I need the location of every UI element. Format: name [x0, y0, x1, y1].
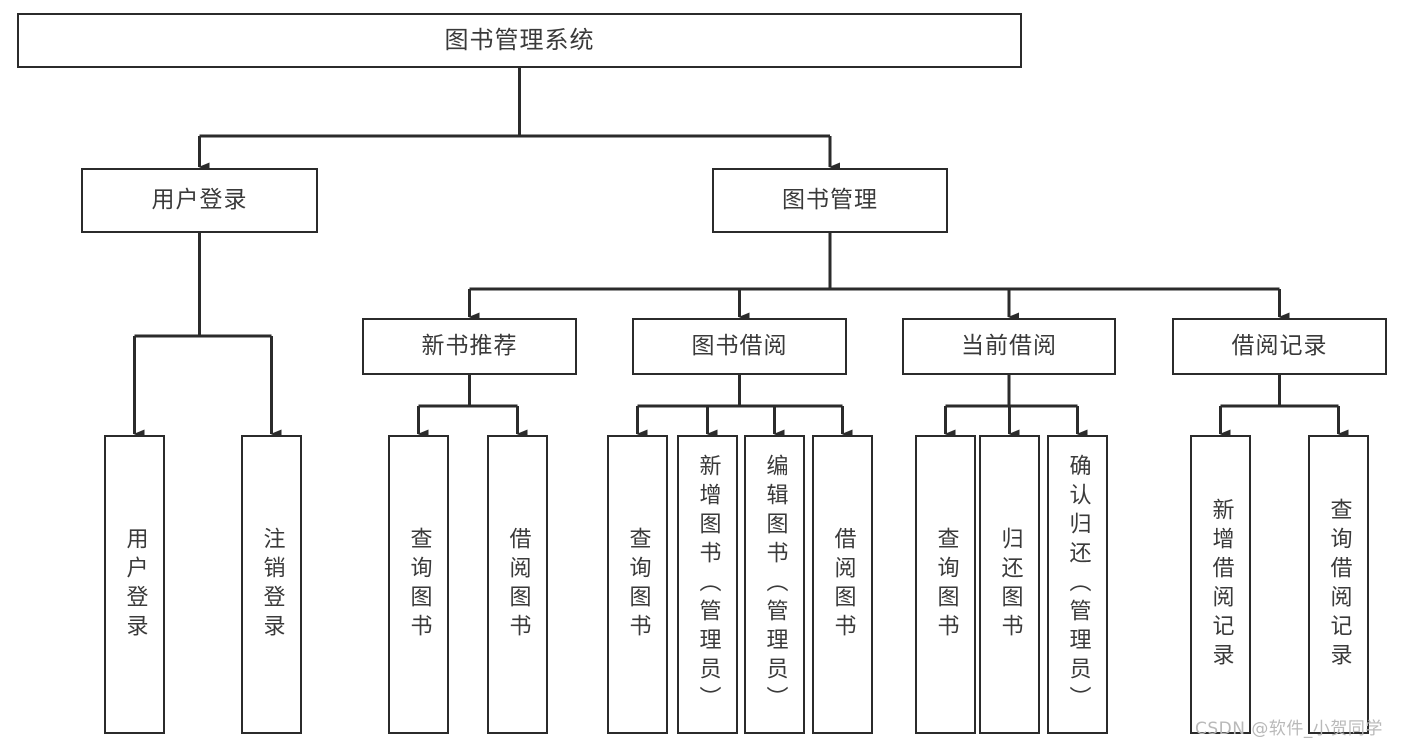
- leaf-node-user-login[interactable]: 用户登录: [104, 435, 165, 734]
- leaf-node-add-book-admin[interactable]: 新增图书（管理员）: [677, 435, 738, 734]
- node-borrowing-record[interactable]: 借阅记录: [1172, 318, 1387, 375]
- leaf-node-add-borrowing-record[interactable]: 新增借阅记录: [1190, 435, 1251, 734]
- node-current-borrowing[interactable]: 当前借阅: [902, 318, 1116, 375]
- leaf-node-query-book-current[interactable]: 查询图书: [915, 435, 976, 734]
- csdn-watermark: CSDN @软件_小贺同学: [1195, 719, 1383, 739]
- leaf-node-edit-book-admin[interactable]: 编辑图书（管理员）: [744, 435, 805, 734]
- node-new-book-recommendation[interactable]: 新书推荐: [362, 318, 577, 375]
- leaf-node-query-book-recommendation[interactable]: 查询图书: [388, 435, 449, 734]
- leaf-node-query-borrowing-record[interactable]: 查询借阅记录: [1308, 435, 1369, 734]
- leaf-node-query-book-borrowing[interactable]: 查询图书: [607, 435, 668, 734]
- leaf-node-confirm-return-admin[interactable]: 确认归还（管理员）: [1047, 435, 1108, 734]
- node-user-login[interactable]: 用户登录: [81, 168, 318, 233]
- leaf-node-borrow-book-recommendation[interactable]: 借阅图书: [487, 435, 548, 734]
- node-book-management[interactable]: 图书管理: [712, 168, 948, 233]
- leaf-node-return-book[interactable]: 归还图书: [979, 435, 1040, 734]
- leaf-node-logout[interactable]: 注销登录: [241, 435, 302, 734]
- leaf-node-borrow-book-borrowing[interactable]: 借阅图书: [812, 435, 873, 734]
- node-root-book-management-system[interactable]: 图书管理系统: [17, 13, 1022, 68]
- node-book-borrowing[interactable]: 图书借阅: [632, 318, 847, 375]
